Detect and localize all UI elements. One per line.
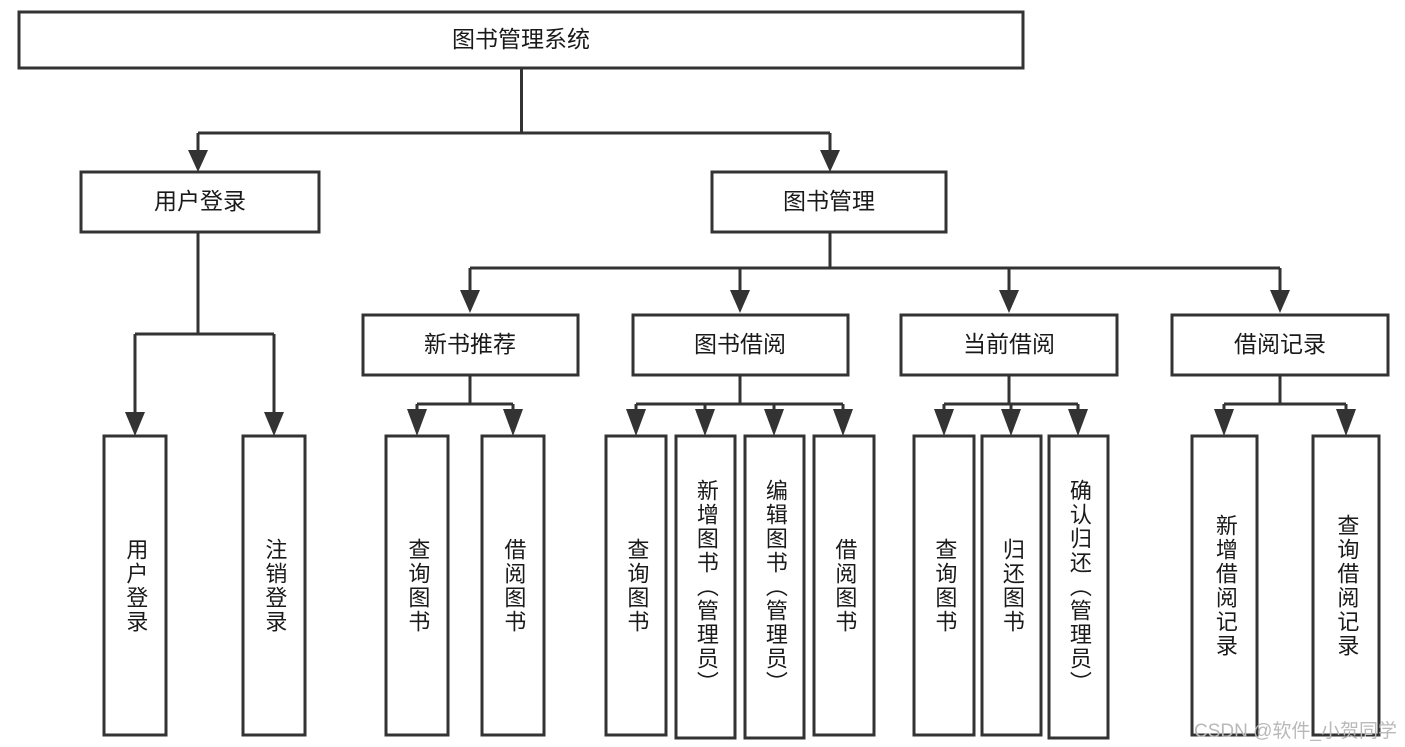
leaf-return-book-label: 归还图书 [999,537,1025,634]
arrow-head-leaf-confirm-return [1068,409,1088,436]
leaf-query-book-3-box[interactable] [912,434,976,737]
leaf-query-book-3-label: 查询图书 [932,537,958,634]
node-current-borrow[interactable]: 当前借阅 [899,313,1119,377]
leaf-borrow-book-2-label: 借阅图书 [832,537,858,634]
node-current-borrow-label: 当前借阅 [963,331,1055,357]
node-new-book-recommend-label: 新书推荐 [424,331,516,357]
arrow-head-leaf-borrow-book-1 [503,409,523,436]
leaf-query-record-box[interactable] [1311,434,1381,737]
node-current-borrow-box[interactable] [899,313,1119,377]
node-book-borrow-label: 图书借阅 [694,331,786,357]
node-user-login[interactable]: 用户登录 [79,170,321,234]
node-borrow-record-label: 借阅记录 [1234,331,1326,357]
leaf-borrow-book-2-box[interactable] [812,434,876,737]
arrow-head-leaf-add-record [1214,409,1234,436]
leaf-box-layer [102,434,1381,740]
arrow-head-leaf-user-login [125,412,145,436]
connector-layer [125,68,1356,436]
node-book-borrow-box[interactable] [631,313,850,377]
leaf-edit-book-box[interactable] [743,434,806,740]
leaf-query-book-2-label: 查询图书 [624,537,650,634]
node-book-management-box[interactable] [710,170,948,234]
leaf-user-logout-box[interactable] [241,434,307,737]
node-borrow-record-box[interactable] [1170,313,1390,377]
leaf-edit-book-label: 编辑图书（管理员） [762,479,788,695]
arrow-head-leaf-edit-book [764,409,784,436]
leaf-add-book-box[interactable] [674,434,737,740]
leaf-query-book-1-box[interactable] [384,434,450,737]
leaf-borrow-book-1-box[interactable] [480,434,546,737]
node-book-management[interactable]: 图书管理 [710,170,948,234]
leaf-query-book-2-box[interactable] [604,434,668,737]
arrow-head-leaf-borrow-book-2 [833,409,853,436]
node-book-management-label: 图书管理 [783,188,875,214]
leaf-add-record-label: 新增借阅记录 [1212,513,1238,658]
node-user-login-label: 用户登录 [154,188,246,214]
leaf-add-record-box[interactable] [1190,434,1259,737]
arrow-head-leaf-return-book [1001,409,1021,436]
node-user-login-box[interactable] [79,170,321,234]
arrow-head-borrow-record [1270,290,1290,313]
arrow-head-leaf-query-record [1336,409,1356,436]
leaf-return-book-box[interactable] [980,434,1043,737]
node-borrow-record[interactable]: 借阅记录 [1170,313,1390,377]
node-root-box[interactable] [17,10,1025,70]
arrow-head-current-borrow [999,290,1019,313]
leaf-confirm-return-label: 确认归还（管理员） [1066,479,1092,695]
arrow-head-leaf-user-logout [264,412,284,436]
leaf-borrow-book-1-label: 借阅图书 [501,537,527,634]
leaf-query-book-1-label: 查询图书 [405,537,431,634]
node-root[interactable]: 图书管理系统 [17,10,1025,70]
watermark-text: CSDN @软件_小贺同学 [1194,721,1397,742]
leaf-add-book-label: 新增图书（管理员） [693,479,719,695]
arrow-head-leaf-query-book-1 [407,409,427,436]
leaf-confirm-return-box[interactable] [1047,434,1110,740]
arrow-head-book-borrow [730,290,750,313]
arrow-head-leaf-query-book-3 [934,409,954,436]
arrow-head-new-book-recommend [460,290,480,313]
leaf-query-record-label: 查询借阅记录 [1334,513,1360,658]
node-new-book-recommend[interactable]: 新书推荐 [361,313,580,377]
node-root-label: 图书管理系统 [452,26,590,52]
arrow-head-user-login [188,150,208,172]
leaf-user-logout-label: 注销登录 [262,537,288,634]
leaf-user-login-box[interactable] [102,434,168,737]
leaf-user-login-label: 用户登录 [123,537,149,634]
arrow-head-leaf-query-book-2 [626,409,646,436]
node-book-borrow[interactable]: 图书借阅 [631,313,850,377]
arrow-head-book-management [820,150,840,172]
node-new-book-recommend-box[interactable] [361,313,580,377]
arrow-head-leaf-add-book [695,409,715,436]
